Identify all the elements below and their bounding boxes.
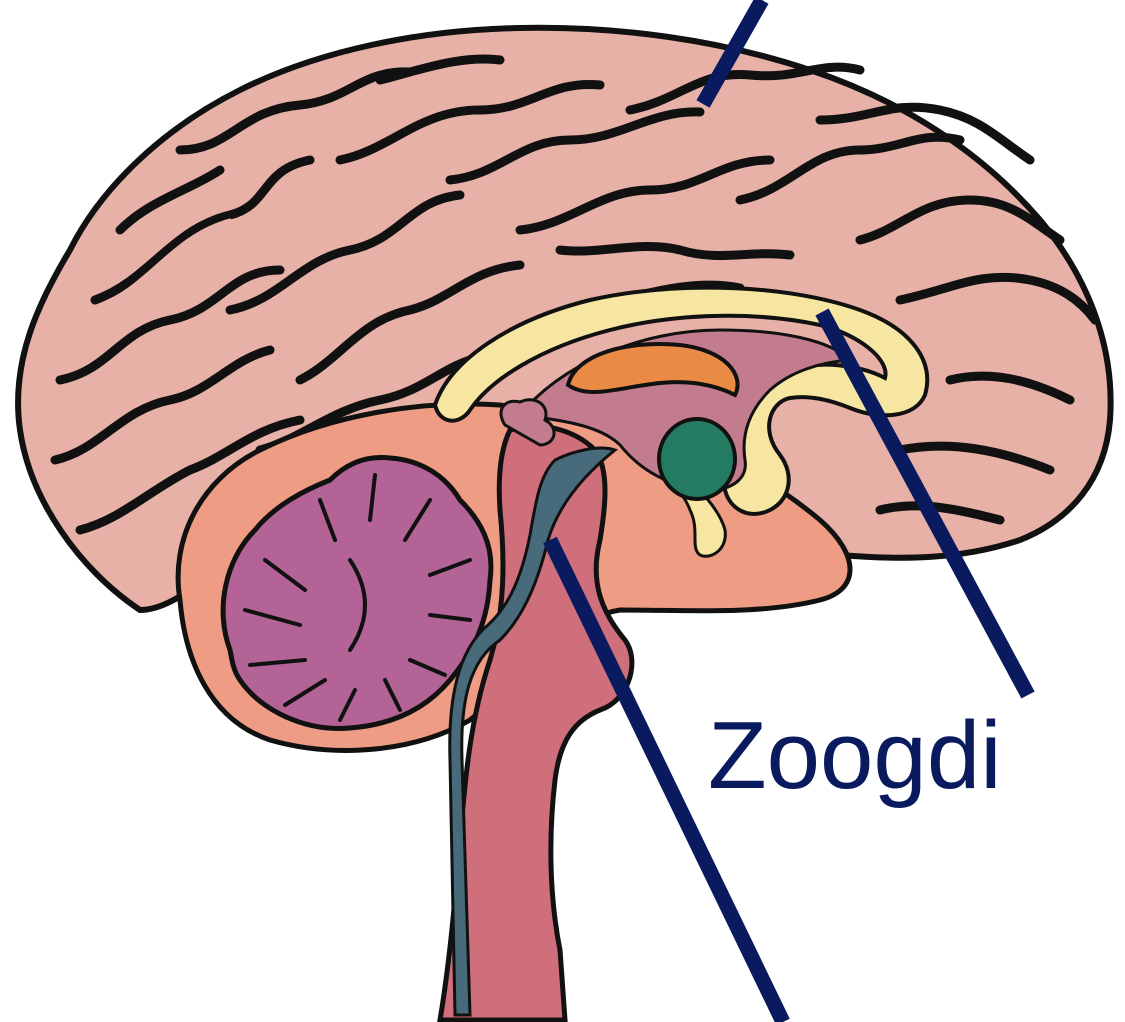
green-nucleus [659, 419, 735, 499]
label-limbic: Zoogdi [708, 702, 1002, 809]
